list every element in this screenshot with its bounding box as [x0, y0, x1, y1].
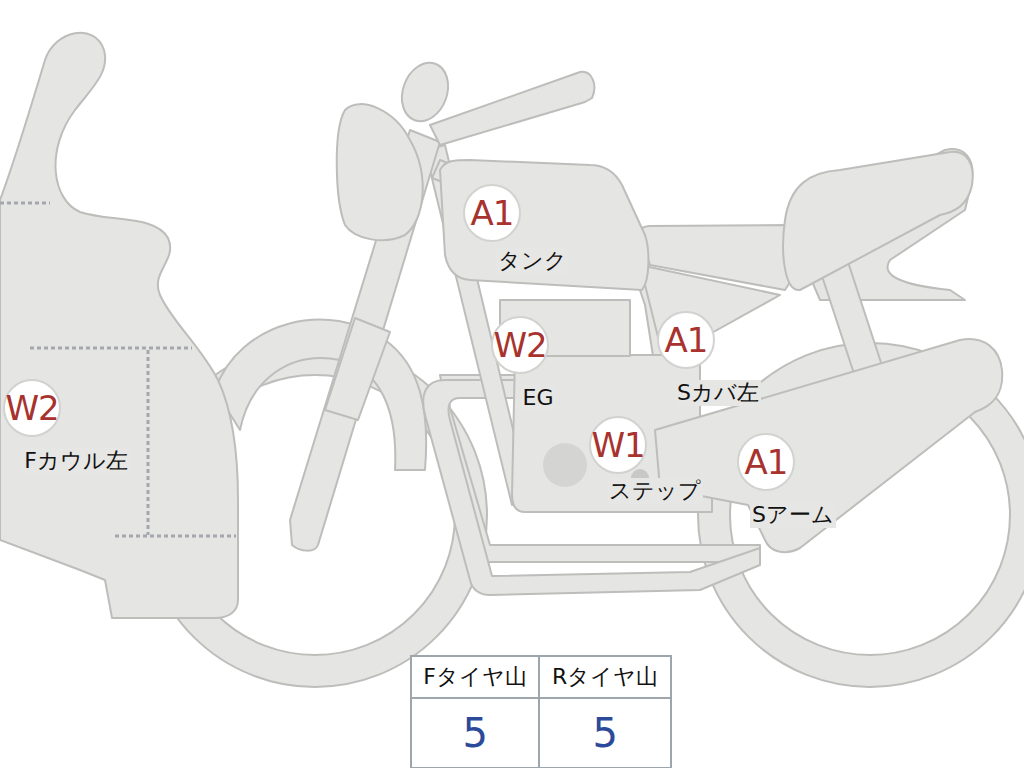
cowl-section-line	[30, 347, 192, 350]
damage-callout: A1タンク	[463, 184, 521, 242]
cowl-section-line	[147, 350, 150, 535]
part-name: Sアーム	[750, 502, 836, 528]
table-value-text: 5	[592, 710, 617, 756]
part-name: タンク	[496, 248, 569, 274]
damage-code: A1	[463, 184, 521, 242]
damage-code: A1	[657, 311, 715, 369]
engine-cover	[543, 443, 587, 487]
table-value: 5	[539, 698, 671, 768]
table-header-text: Rタイヤ山	[552, 664, 658, 689]
damage-callout: A1Sアーム	[737, 433, 795, 491]
table-header: Fタイヤ山	[411, 656, 539, 698]
part-name: EG	[521, 385, 556, 411]
table-header: Rタイヤ山	[539, 656, 671, 698]
seat-rear	[783, 152, 973, 290]
handlebar	[430, 72, 594, 145]
damage-callout: A1Sカバ左	[657, 311, 715, 369]
part-name: Sカバ左	[675, 380, 761, 406]
damage-callout: W2EG	[491, 316, 549, 374]
front-cowl	[0, 33, 238, 618]
fork-cover	[325, 318, 390, 420]
cowl-section-line	[0, 202, 50, 205]
cowl-section-line	[115, 535, 236, 538]
fuel-tank	[440, 160, 648, 290]
damage-code: W2	[491, 316, 549, 374]
tire-tread-table: Fタイヤ山 Rタイヤ山 5 5	[410, 655, 672, 768]
table-value-text: 5	[462, 710, 487, 756]
part-name: Fカウル左	[22, 448, 130, 474]
part-name: ステップ	[607, 478, 703, 504]
damage-callout: W2Fカウル左	[3, 379, 61, 437]
damage-callout: W1ステップ	[589, 416, 647, 474]
damage-code: W1	[589, 416, 647, 474]
headlight	[337, 104, 423, 240]
meter	[394, 56, 456, 127]
table-header-text: Fタイヤ山	[423, 664, 527, 689]
seat-front	[640, 225, 797, 290]
swing-arm	[655, 339, 1002, 552]
table-value: 5	[411, 698, 539, 768]
damage-code: W2	[3, 379, 61, 437]
damage-code: A1	[737, 433, 795, 491]
